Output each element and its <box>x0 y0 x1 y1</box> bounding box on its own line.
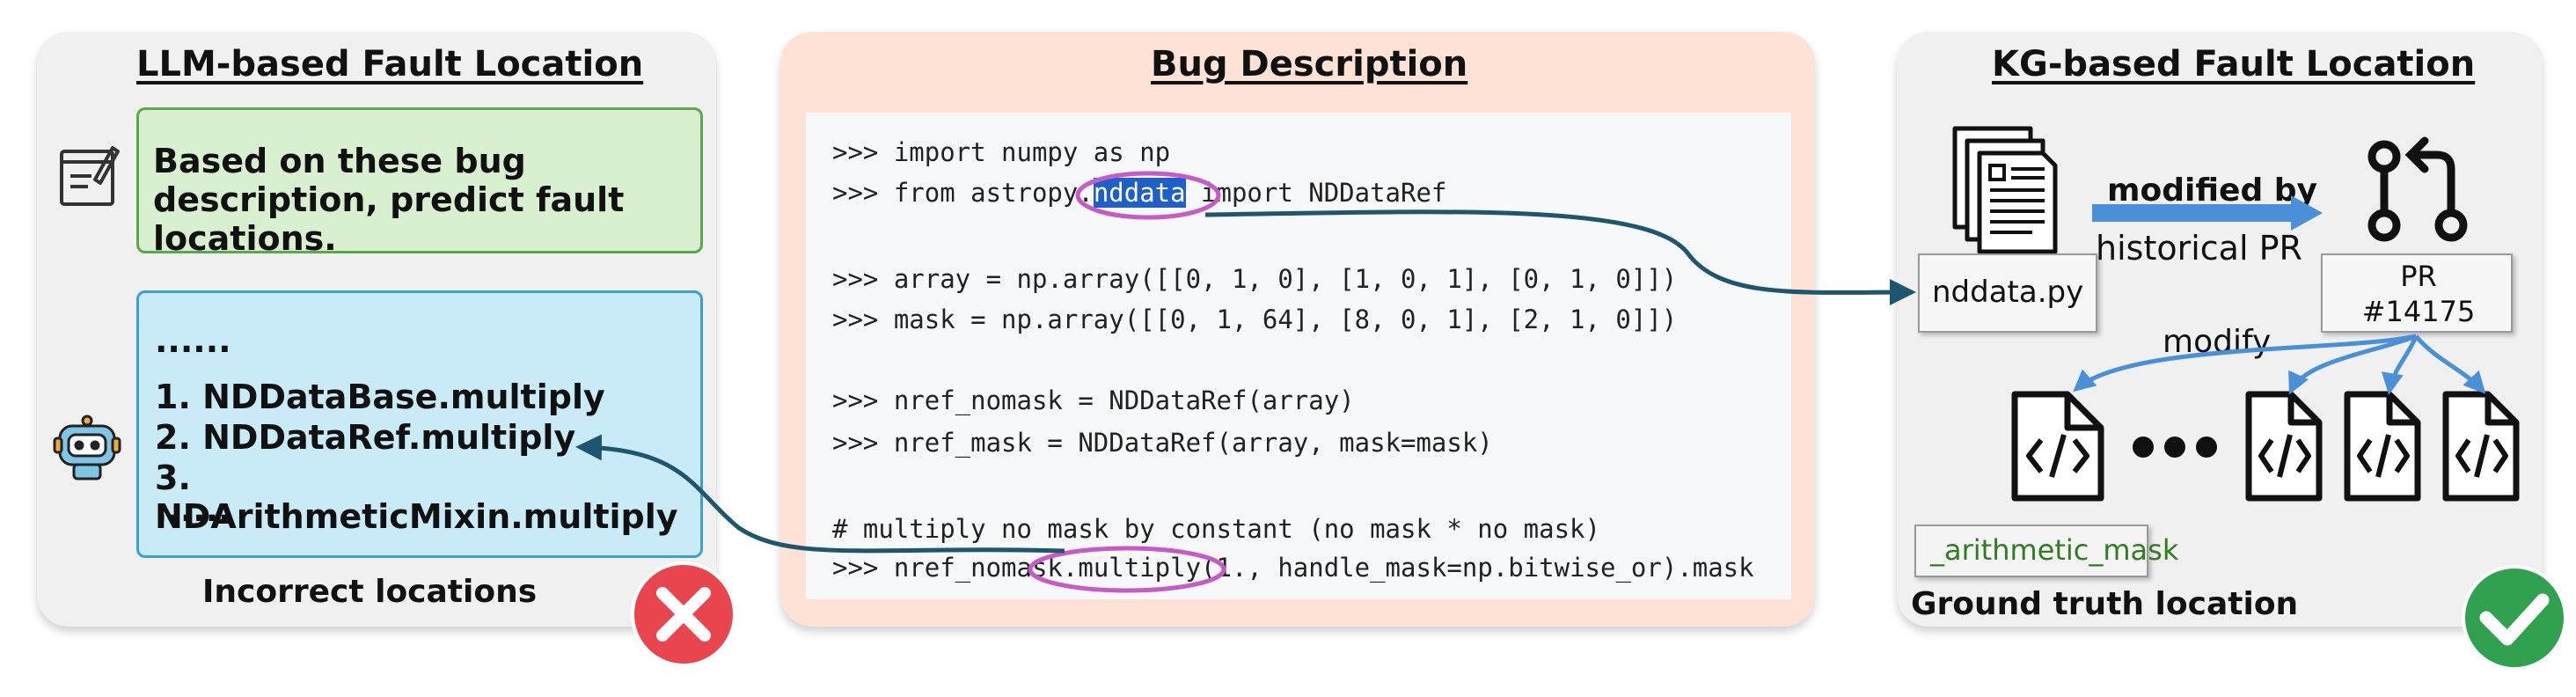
code-line-8: >>> nref_nomask.multiply(1., handle_mask… <box>832 553 1754 583</box>
file-node-nddata: nddata.py <box>1918 253 2097 333</box>
prompt-box: Based on these bug description, predict … <box>136 107 703 258</box>
code-line-8-prefix: >>> nref_nomask. <box>832 553 1079 583</box>
llm-panel-title: LLM-based Fault Location <box>136 44 644 84</box>
response-box: ...... 1. NDDataBase.multiply 2. NDDataR… <box>136 290 703 558</box>
ground-truth-node-label: _arithmetic_mask <box>1930 533 2179 567</box>
code-line-5: >>> nref_nomask = NDDataRef(array) <box>832 385 1355 415</box>
code-line-4: >>> mask = np.array([[0, 1, 64], [8, 0, … <box>832 304 1678 334</box>
file-node-label: nddata.py <box>1932 275 2084 310</box>
ground-truth-caption: Ground truth location <box>1911 586 2299 622</box>
pr-node-label: PR #14175 <box>2361 260 2476 328</box>
code-line-2: >>> from astropy.nddata import NDDataRef <box>832 178 1446 208</box>
kg-panel-title: KG-based Fault Location <box>1992 44 2476 84</box>
bug-panel-title: Bug Description <box>1151 44 1468 84</box>
edge-modify: modify <box>2163 324 2272 360</box>
code-line-7: # multiply no mask by constant (no mask … <box>832 514 1600 544</box>
code-line-6: >>> nref_mask = NDDataRef(array, mask=ma… <box>832 428 1493 458</box>
code-line-2-suffix: import NDDataRef <box>1185 178 1447 208</box>
code-line-2-prefix: >>> from astropy. <box>832 178 1094 208</box>
response-item-3: 3. NDArithmeticMixin.multiply <box>155 459 678 536</box>
prompt-text: Based on these bug description, predict … <box>153 142 625 258</box>
incorrect-caption: Incorrect locations <box>202 574 538 610</box>
highlighted-nddata: nddata <box>1093 178 1186 208</box>
response-ellipsis-bottom: ...... <box>155 490 231 529</box>
response-ellipsis-top: ...... <box>155 321 231 360</box>
ground-truth-node: _arithmetic_mask <box>1914 525 2178 577</box>
edge-historical-pr: historical PR <box>2096 229 2302 268</box>
pr-node: PR #14175 <box>2321 253 2513 333</box>
circled-multiply: multiply <box>1078 553 1202 583</box>
response-item-1: 1. NDDataBase.multiply <box>155 378 605 416</box>
code-line-3: >>> array = np.array([[0, 1, 0], [1, 0, … <box>832 264 1678 294</box>
code-line-1: >>> import numpy as np <box>832 137 1171 167</box>
code-line-8-suffix: (1., handle_mask=np.bitwise_or).mask <box>1201 553 1754 583</box>
response-item-2: 2. NDDataRef.multiply <box>155 418 576 457</box>
edge-modified-by: modified by <box>2107 172 2317 209</box>
